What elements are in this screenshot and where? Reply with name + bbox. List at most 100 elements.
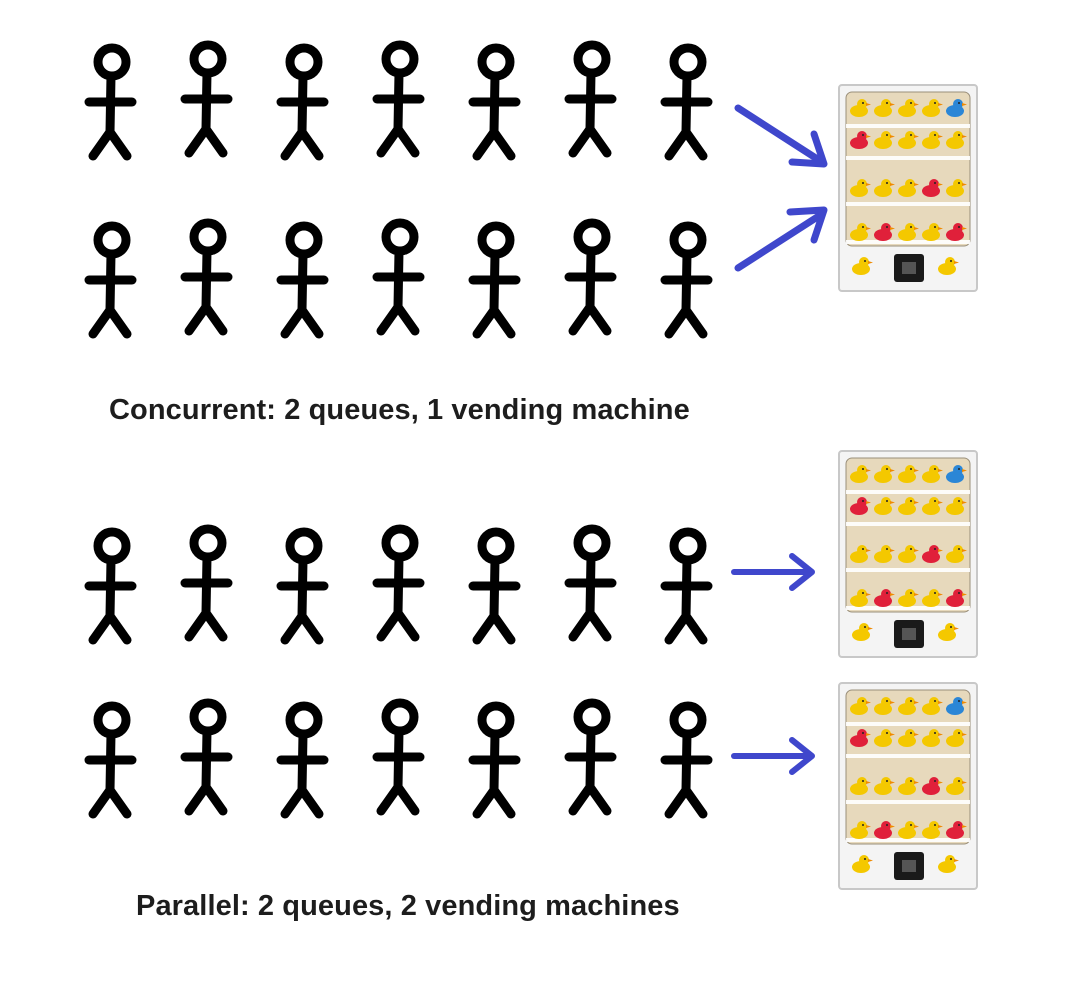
concurrent-caption: Concurrent: 2 queues, 1 vending machine: [109, 394, 690, 426]
rubber-duck-icon: [898, 545, 919, 563]
parallel-queue-2: [84, 694, 744, 824]
stick-figure-icon: [276, 43, 329, 161]
person: [276, 694, 330, 824]
rubber-duck-icon: [922, 223, 943, 241]
rubber-duck-icon: [946, 777, 967, 795]
person: [180, 517, 234, 647]
person: [660, 520, 714, 650]
rubber-duck-icon: [850, 497, 871, 515]
stick-figure-icon: [660, 221, 713, 339]
rubber-duck-icon: [874, 697, 895, 715]
rubber-duck-icon: [946, 465, 967, 483]
person: [180, 33, 234, 163]
parallel-arrow-2: [731, 737, 815, 775]
stick-figure-icon: [372, 524, 425, 642]
person: [468, 694, 522, 824]
rubber-duck-icon: [874, 821, 895, 839]
person: [660, 214, 714, 344]
person: [468, 214, 522, 344]
person: [84, 36, 138, 166]
person: [180, 691, 234, 821]
rubber-duck-icon: [946, 697, 967, 715]
parallel-arrow-1: [731, 553, 815, 591]
stick-figure-icon: [564, 218, 617, 336]
rubber-duck-icon: [898, 179, 919, 197]
rubber-duck-icon: [946, 821, 967, 839]
person: [564, 211, 618, 341]
rubber-duck-icon: [946, 99, 967, 117]
rubber-duck-icon: [922, 777, 943, 795]
stick-figure-icon: [660, 527, 713, 645]
person: [468, 36, 522, 166]
rubber-duck-icon: [946, 497, 967, 515]
concurrent-arrow-1: [734, 104, 828, 168]
stick-figure-icon: [468, 43, 521, 161]
rubber-duck-icon: [898, 777, 919, 795]
rubber-duck-icon: [938, 257, 959, 275]
person: [276, 214, 330, 344]
rubber-duck-icon: [850, 729, 871, 747]
rubber-duck-icon: [946, 179, 967, 197]
rubber-duck-icon: [898, 465, 919, 483]
stick-figure-icon: [84, 221, 137, 339]
person: [84, 214, 138, 344]
rubber-duck-icon: [898, 99, 919, 117]
arrow-icon: [734, 210, 826, 272]
vending-machine-icon: [838, 84, 978, 292]
stick-figure-icon: [660, 701, 713, 819]
rubber-duck-icon: [874, 545, 895, 563]
parallel-caption: Parallel: 2 queues, 2 vending machines: [136, 890, 680, 922]
rubber-duck-icon: [946, 589, 967, 607]
rubber-duck-icon: [946, 545, 967, 563]
rubber-duck-icon: [922, 99, 943, 117]
concurrent-queue-2: [84, 214, 744, 344]
arrow-icon: [734, 104, 826, 166]
rubber-duck-icon: [898, 821, 919, 839]
stick-figure-icon: [180, 218, 233, 336]
stick-figure-icon: [372, 218, 425, 336]
rubber-duck-icon: [850, 179, 871, 197]
vending-machine: [838, 682, 978, 890]
rubber-duck-icon: [922, 179, 943, 197]
stick-figure-icon: [372, 698, 425, 816]
rubber-duck-icon: [874, 465, 895, 483]
stick-figure-icon: [180, 698, 233, 816]
rubber-duck-icon: [874, 99, 895, 117]
stick-figure-icon: [564, 40, 617, 158]
parallel-queue-1: [84, 520, 744, 650]
person: [84, 694, 138, 824]
rubber-duck-icon: [898, 729, 919, 747]
rubber-duck-icon: [874, 777, 895, 795]
rubber-duck-icon: [850, 99, 871, 117]
person: [372, 691, 426, 821]
rubber-duck-icon: [922, 465, 943, 483]
person: [564, 691, 618, 821]
rubber-duck-icon: [938, 623, 959, 641]
rubber-duck-icon: [852, 257, 873, 275]
concurrent-arrow-2: [734, 206, 828, 272]
rubber-duck-icon: [946, 223, 967, 241]
rubber-duck-icon: [852, 855, 873, 873]
stick-figure-icon: [468, 221, 521, 339]
person: [372, 33, 426, 163]
rubber-duck-icon: [874, 131, 895, 149]
person: [276, 520, 330, 650]
stick-figure-icon: [372, 40, 425, 158]
rubber-duck-icon: [922, 589, 943, 607]
stick-figure-icon: [84, 701, 137, 819]
rubber-duck-icon: [898, 697, 919, 715]
stick-figure-icon: [564, 524, 617, 642]
person: [276, 36, 330, 166]
rubber-duck-icon: [874, 729, 895, 747]
rubber-duck-icon: [850, 545, 871, 563]
concurrent-queue-1: [84, 36, 744, 166]
rubber-duck-icon: [874, 589, 895, 607]
rubber-duck-icon: [850, 465, 871, 483]
rubber-duck-icon: [898, 223, 919, 241]
stick-figure-icon: [84, 527, 137, 645]
rubber-duck-icon: [946, 729, 967, 747]
vending-machine-icon: [838, 682, 978, 890]
stick-figure-icon: [468, 701, 521, 819]
person: [180, 211, 234, 341]
